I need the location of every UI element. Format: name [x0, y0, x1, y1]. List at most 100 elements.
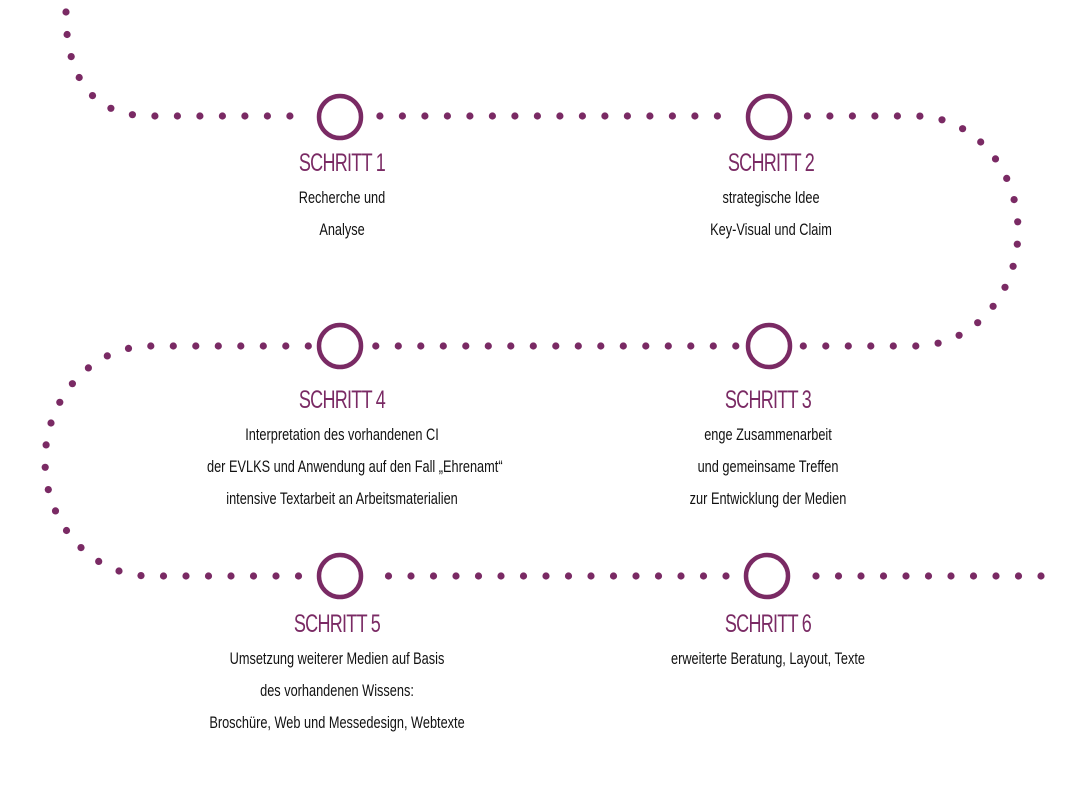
path-dot — [722, 572, 730, 580]
path-dot — [124, 344, 133, 352]
path-dot — [732, 342, 740, 350]
path-dot — [799, 342, 807, 350]
step-4-line-3: intensive Textarbeit an Arbeitsmateriali… — [226, 489, 458, 508]
path-dot — [848, 112, 857, 120]
path-dot — [77, 544, 85, 552]
path-dot — [218, 112, 226, 120]
path-dot — [44, 486, 52, 494]
path-dot — [304, 342, 312, 350]
step-4-line-2: der EVLKS und Anwendung auf den Fall „Eh… — [207, 457, 503, 476]
path-dot — [474, 572, 483, 580]
path-dot — [407, 572, 415, 580]
path-dot — [977, 138, 985, 146]
step-4-line-1: Interpretation des vorhandenen CI — [245, 425, 439, 444]
step-1-description: Recherche und Analyse — [162, 182, 522, 246]
path-dot — [88, 92, 97, 100]
path-dot — [1010, 196, 1018, 204]
step-6-description: erweiterte Beratung, Layout, Texte — [588, 643, 948, 675]
path-dot — [128, 111, 136, 119]
path-dot — [912, 342, 920, 350]
path-dot — [889, 342, 897, 350]
path-dot — [587, 572, 595, 580]
path-dot — [484, 342, 492, 350]
step-1-line-1: Recherche und — [298, 188, 386, 207]
path-dot — [192, 342, 200, 350]
path-dot — [84, 364, 92, 372]
path-dot — [642, 342, 650, 350]
step-3-title: SCHRITT 3 — [724, 386, 812, 414]
path-dot — [1013, 240, 1021, 248]
path-dot — [196, 112, 204, 120]
path-dot — [1003, 174, 1011, 182]
step-4-node — [316, 322, 364, 370]
path-dot — [619, 342, 627, 350]
path-dot — [713, 112, 722, 120]
path-dot — [511, 112, 519, 120]
step-3: SCHRITT 3 enge Zusammenarbeit und gemein… — [588, 385, 948, 515]
path-dot — [938, 116, 946, 124]
path-dot — [871, 112, 879, 120]
path-dot — [63, 30, 71, 39]
path-dot — [1009, 262, 1017, 270]
path-dot — [574, 342, 582, 350]
path-dot — [41, 463, 49, 471]
path-dot — [623, 112, 632, 120]
path-dot — [632, 572, 640, 580]
path-dot — [867, 342, 875, 350]
path-dot — [67, 53, 75, 61]
path-dot — [959, 125, 967, 133]
path-dot — [103, 352, 111, 360]
step-5-description: Umsetzung weiterer Medien auf Basis des … — [157, 643, 517, 739]
path-dot — [443, 112, 451, 120]
step-2-line-1: strategische Idee — [722, 188, 820, 207]
path-dot — [564, 572, 573, 580]
path-dot — [237, 342, 245, 350]
path-dot — [488, 112, 496, 120]
path-dot — [533, 112, 542, 120]
step-nodes — [316, 93, 793, 600]
path-dot — [857, 572, 865, 580]
path-dot — [974, 319, 982, 327]
step-1-node — [316, 93, 364, 141]
step-6-line-1: erweiterte Beratung, Layout, Texte — [671, 649, 865, 668]
step-1-line-2: Analyse — [319, 220, 365, 239]
path-dot — [147, 342, 155, 350]
path-dot — [646, 112, 654, 120]
path-dot — [1014, 218, 1022, 226]
path-dot — [1014, 572, 1023, 580]
path-dot — [893, 112, 902, 120]
path-dot — [47, 419, 55, 427]
path-dot — [556, 112, 564, 120]
path-dot — [1037, 572, 1045, 580]
step-5-line-2: des vorhandenen Wissens: — [260, 681, 414, 700]
path-dot — [654, 572, 663, 580]
path-dot — [969, 572, 978, 580]
path-dot — [394, 342, 402, 350]
path-dot — [668, 112, 677, 120]
path-dot — [687, 342, 695, 350]
step-2-line-2: Key-Visual und Claim — [710, 220, 832, 239]
path-dot — [989, 302, 997, 310]
step-4-description: Interpretation des vorhandenen CI der EV… — [162, 419, 522, 515]
path-dot — [75, 73, 83, 82]
path-dot — [992, 572, 1000, 580]
path-dot — [62, 8, 70, 16]
path-dot — [597, 342, 605, 350]
path-dot — [452, 572, 460, 580]
step-5-line-3: Broschüre, Web und Messedesign, Webtexte — [209, 713, 465, 732]
path-dot — [421, 112, 429, 120]
path-dot — [916, 112, 924, 120]
step-3-line-1: enge Zusammenarbeit — [704, 425, 832, 444]
path-dot — [429, 572, 438, 580]
step-1-title: SCHRITT 1 — [298, 149, 386, 177]
path-dot — [955, 331, 963, 339]
path-dot — [822, 342, 830, 350]
path-dot — [609, 572, 618, 580]
path-dot — [115, 567, 123, 575]
path-dot — [529, 342, 537, 350]
path-dot — [601, 112, 609, 120]
path-dot — [173, 112, 181, 120]
path-dot — [107, 104, 115, 112]
path-dot — [462, 342, 470, 350]
